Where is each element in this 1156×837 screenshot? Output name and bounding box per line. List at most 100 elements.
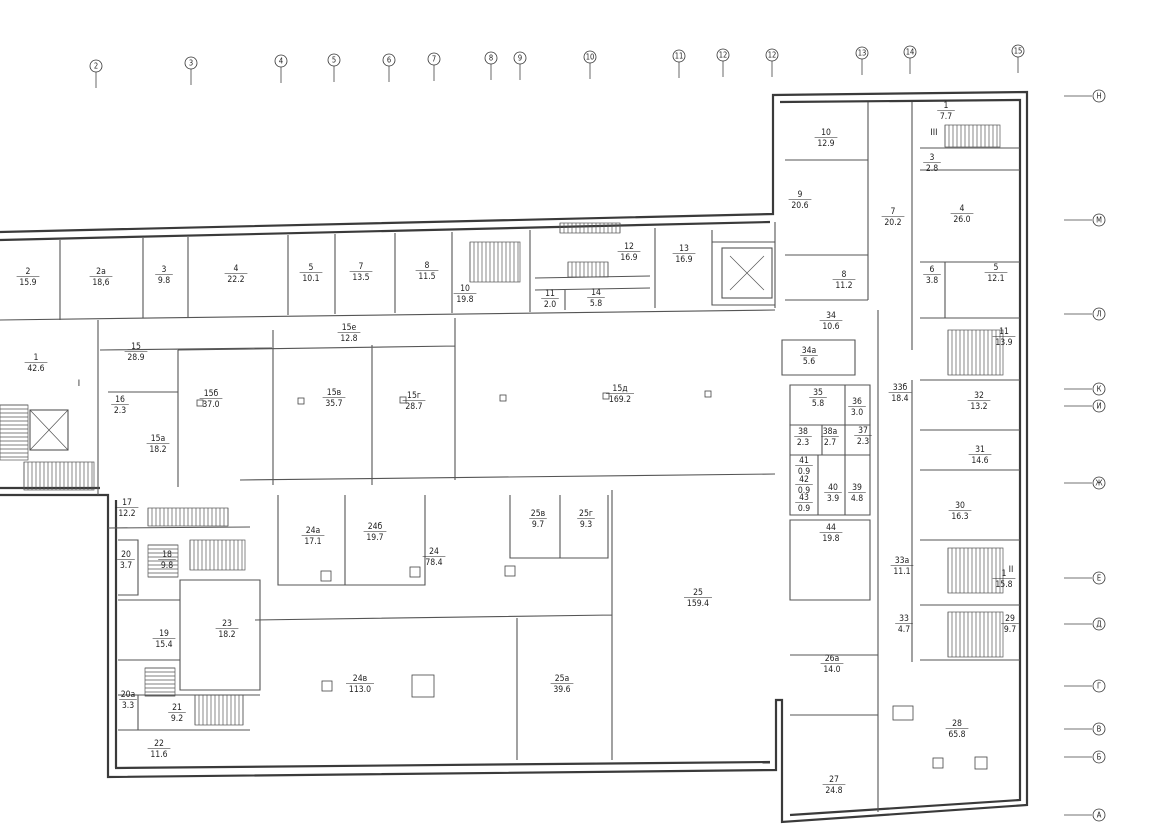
room-number: 2а [96,267,106,277]
section-label: II [1009,565,1014,575]
room-number: 30 [955,501,965,511]
axis-marker-right: Ж [1064,476,1106,490]
room-number: 4 [960,204,965,214]
room-label: 299.7 [1001,614,1019,635]
section-label: III [930,128,937,138]
axis-label: М [1096,216,1102,225]
room-number: 25а [555,674,570,684]
room-area: 11.2 [835,281,852,291]
room-number: 24 [429,547,439,557]
columns [196,390,988,770]
room-number: 3 [162,265,167,275]
room-number: 13 [679,244,689,254]
room-area: 12.9 [817,139,834,149]
room-label: 382.3 [794,427,812,448]
axis-label: А [1097,811,1102,820]
room-number: 12 [624,242,634,252]
room-label: 510.1 [299,263,323,284]
room-number: 20 [121,550,131,560]
room-area: 9.7 [532,520,544,530]
axis-marker-right: Н [1064,89,1106,103]
room-number: 43 [799,493,809,503]
room-label: 17.7 [937,101,955,122]
axis-marker-right: М [1064,213,1106,227]
room-number: 23 [222,619,232,629]
room-number: 25 [693,588,703,598]
room-area: 9.7 [1004,625,1016,635]
axis-label: Л [1096,310,1101,319]
room-label: 145.8 [587,288,605,309]
room-number: 25в [531,509,546,519]
room-number: 33 [899,614,909,624]
room-area: 13.2 [970,402,987,412]
room-number: 1 [34,353,39,363]
room-area: 19.8 [456,295,473,305]
axis-label: И [1096,402,1101,411]
room-number: 19 [159,629,169,639]
axis-marker-right: Л [1064,307,1106,321]
axis-label: 9 [518,54,522,63]
axis-label: 11 [675,52,684,61]
room-area: 9.8 [161,561,173,571]
room-number: 15д [612,384,627,394]
room-number: 5 [994,263,999,273]
axis-label: 14 [906,48,915,57]
axis-label: 6 [387,56,391,65]
room-area: 0.9 [798,486,810,496]
room-label: 403.9 [824,483,842,504]
room-area: 9.8 [158,276,170,286]
room-number: 32 [974,391,984,401]
room-label: 720.2 [881,207,905,228]
room-area: 16.9 [620,253,637,263]
room-area: 28.7 [405,402,422,412]
room-label: 920.6 [788,190,812,211]
axis-label: 15 [1014,47,1023,56]
axis-label: 12 [768,51,777,60]
room-number: 25г [579,509,593,519]
room-number: 44 [826,523,836,533]
room-area: 24.8 [825,786,842,796]
room-label: 215.9 [16,267,40,288]
axis-marker-right: К [1064,382,1106,396]
room-area: 13.5 [352,273,369,283]
axis-label: Г [1097,682,1101,691]
room-area: 14.0 [823,665,840,675]
room-area: 10.6 [822,322,839,332]
axis-label: Е [1097,574,1101,583]
room-label: 203.7 [117,550,135,571]
room-label: 422.2 [224,264,248,285]
room-number: 35 [813,388,823,398]
room-area: 5.8 [590,299,602,309]
axis-marker-top: 6 [382,53,396,82]
room-area: 5.8 [812,399,824,409]
room-area: 26.0 [953,215,970,225]
stair-treads [147,507,229,527]
stair-treads [147,544,179,578]
room-area: 35.7 [325,399,342,409]
room-number: 9 [798,190,803,200]
room-label: 355.8 [809,388,827,409]
room-label: 39.8 [155,265,173,286]
room-number: 39 [852,483,862,493]
room-number: 8 [842,270,847,280]
stair-treads [23,461,95,491]
room-area: 12.1 [987,274,1004,284]
room-label: 811.2 [832,270,856,291]
axis-label: 12 [719,51,728,60]
room-number: 4 [234,264,239,274]
